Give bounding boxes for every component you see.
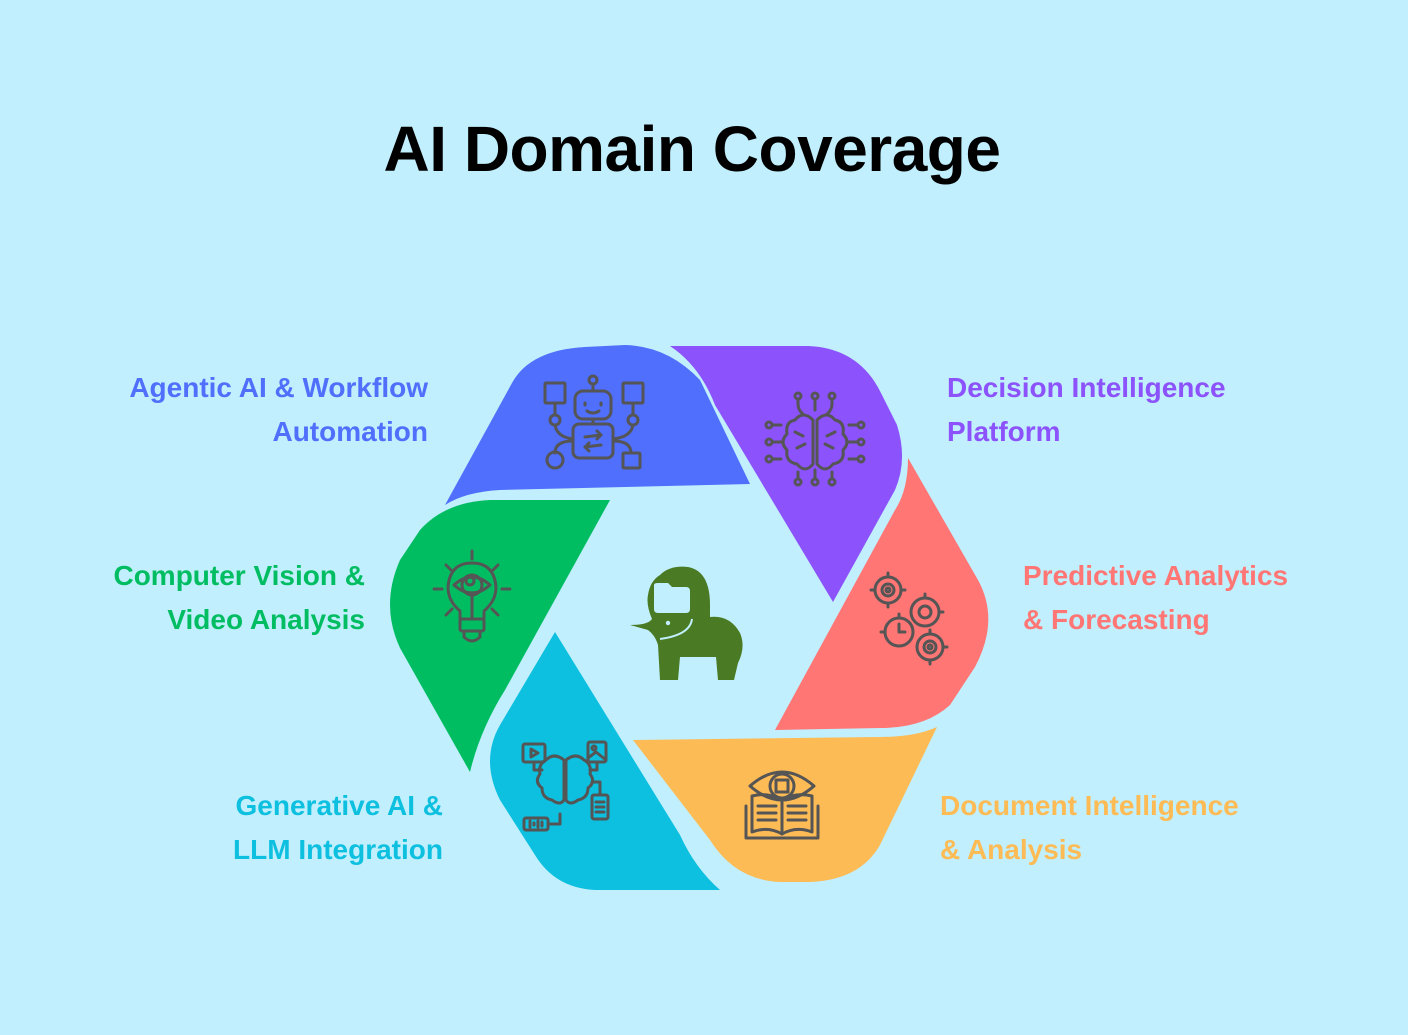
label-vision: Computer Vision & Video Analysis — [113, 554, 365, 642]
label-generative-line1: Generative AI & — [235, 790, 443, 821]
label-predictive-line2: & Forecasting — [1023, 604, 1210, 635]
label-agentic-line1: Agentic AI & Workflow — [129, 372, 428, 403]
label-agentic: Agentic AI & Workflow Automation — [129, 366, 428, 454]
label-document-line2: & Analysis — [940, 834, 1083, 865]
lightbulb-eye-icon — [432, 549, 512, 643]
segment-document — [633, 727, 937, 882]
label-predictive: Predictive Analytics & Forecasting — [1023, 554, 1288, 642]
label-decision-line2: Platform — [947, 416, 1061, 447]
segment-vision — [390, 500, 610, 772]
book-eye-chip-icon — [744, 770, 820, 840]
segment-predictive — [775, 458, 989, 730]
robot-workflow-icon — [543, 374, 645, 470]
label-generative-line2: LLM Integration — [233, 834, 443, 865]
segment-decision — [670, 346, 903, 602]
label-predictive-line1: Predictive Analytics — [1023, 560, 1289, 591]
label-vision-line2: Video Analysis — [167, 604, 365, 635]
label-document: Document Intelligence & Analysis — [940, 784, 1239, 872]
label-agentic-line2: Automation — [272, 416, 428, 447]
brain-circuit-icon — [764, 391, 866, 487]
label-vision-line1: Computer Vision & — [113, 560, 365, 591]
label-decision: Decision Intelligence Platform — [947, 366, 1226, 454]
gears-clock-icon — [869, 571, 949, 666]
page-title: AI Domain Coverage — [383, 113, 1001, 185]
brain-media-icon — [521, 740, 610, 832]
elephant-folder-logo — [630, 566, 743, 680]
label-document-line1: Document Intelligence — [940, 790, 1239, 821]
label-decision-line1: Decision Intelligence — [947, 372, 1226, 403]
label-generative: Generative AI & LLM Integration — [233, 784, 443, 872]
